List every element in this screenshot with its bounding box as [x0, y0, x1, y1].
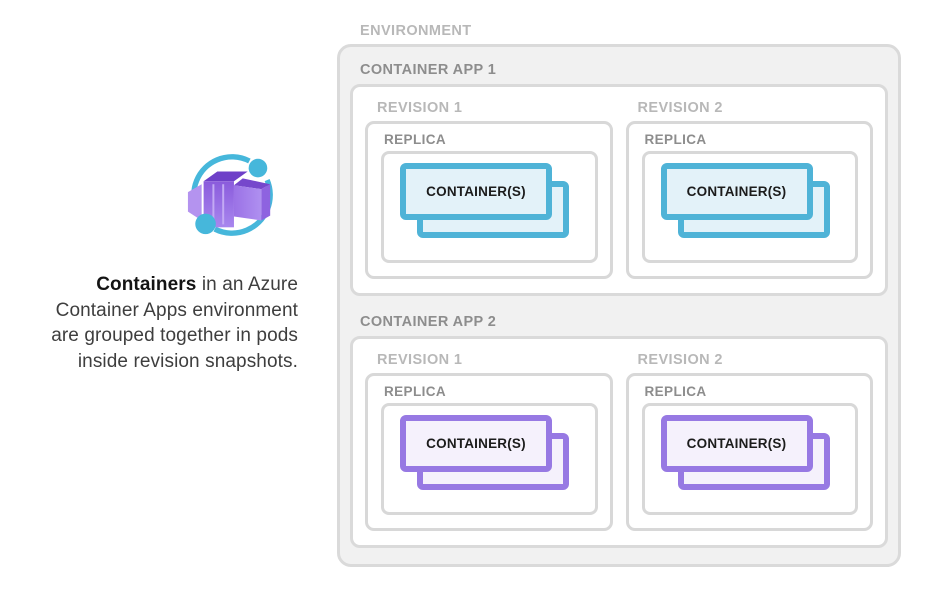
azure-container-apps-icon — [185, 148, 279, 242]
revision-1-cell: REVISION 1 REPLICA CONTAINER(S) — [365, 100, 613, 279]
caption-line: Containers in an Azure — [4, 272, 298, 298]
right-container-front — [233, 185, 262, 221]
revisions-row: REVISION 1 REPLICA CONTAINER(S) REVISION… — [365, 352, 873, 531]
container-box-front: CONTAINER(S) — [400, 163, 552, 220]
main-container-top — [203, 171, 248, 182]
container-app-2-section: CONTAINER APP 2 REVISION 1 REPLICA CONTA… — [350, 314, 888, 548]
revision-1-box: REPLICA CONTAINER(S) — [365, 121, 613, 279]
replica-label: REPLICA — [384, 384, 447, 399]
orbit-dot-top-right — [248, 158, 268, 178]
replica-label: REPLICA — [384, 132, 447, 147]
replica-label: REPLICA — [644, 132, 707, 147]
right-container-side — [261, 184, 271, 221]
caption-line: Container Apps environment — [55, 299, 298, 321]
container-app-1-label: CONTAINER APP 1 — [360, 62, 497, 78]
replica-box: CONTAINER(S) — [641, 151, 858, 263]
revision-2-cell: REVISION 2 REPLICA CONTAINER(S) — [625, 352, 873, 531]
caption-line: are grouped together in pods — [51, 325, 298, 346]
replica-label: REPLICA — [644, 384, 707, 399]
caption: Containers in an Azure Container Apps en… — [4, 272, 298, 374]
environment-label: ENVIRONMENT — [360, 23, 472, 39]
revision-1-label: REVISION 1 — [377, 352, 463, 368]
revision-1-cell: REVISION 1 REPLICA CONTAINER(S) — [365, 352, 613, 531]
revision-1-box: REPLICA CONTAINER(S) — [365, 373, 613, 531]
orbit-dot-bottom-left — [195, 213, 216, 235]
container-app-1-section: CONTAINER APP 1 REVISION 1 REPLICA CONTA… — [350, 62, 888, 296]
revision-1-label: REVISION 1 — [377, 100, 463, 116]
right-container-top — [233, 178, 271, 190]
revision-2-cell: REVISION 2 REPLICA CONTAINER(S) — [625, 100, 873, 279]
caption-line: inside revision snapshots. — [77, 350, 298, 372]
replica-box: CONTAINER(S) — [381, 403, 598, 515]
azure-container-apps-icon-svg — [187, 154, 273, 236]
container-box-front: CONTAINER(S) — [660, 415, 813, 472]
replica-box: CONTAINER(S) — [381, 151, 598, 263]
revision-2-label: REVISION 2 — [637, 352, 723, 368]
container-box-front: CONTAINER(S) — [400, 415, 552, 472]
environment-diagram: ENVIRONMENT CONTAINER APP 1 REVISION 1 R… — [337, 23, 901, 567]
container-app-1-box: REVISION 1 REPLICA CONTAINER(S) REVISION… — [350, 84, 888, 296]
revisions-row: REVISION 1 REPLICA CONTAINER(S) REVISION… — [365, 100, 873, 279]
caption-text: in an Azure — [196, 274, 298, 295]
caption-bold: Containers — [96, 274, 197, 295]
environment-box: CONTAINER APP 1 REVISION 1 REPLICA CONTA… — [337, 44, 901, 567]
container-app-2-box: REVISION 1 REPLICA CONTAINER(S) REVISION… — [350, 336, 888, 548]
container-box-front: CONTAINER(S) — [660, 163, 813, 220]
revision-2-box: REPLICA CONTAINER(S) — [625, 373, 873, 531]
left-container-face — [187, 184, 202, 221]
container-app-2-label: CONTAINER APP 2 — [360, 314, 497, 330]
replica-box: CONTAINER(S) — [641, 403, 858, 515]
revision-2-label: REVISION 2 — [637, 100, 723, 116]
revision-2-box: REPLICA CONTAINER(S) — [625, 121, 873, 279]
